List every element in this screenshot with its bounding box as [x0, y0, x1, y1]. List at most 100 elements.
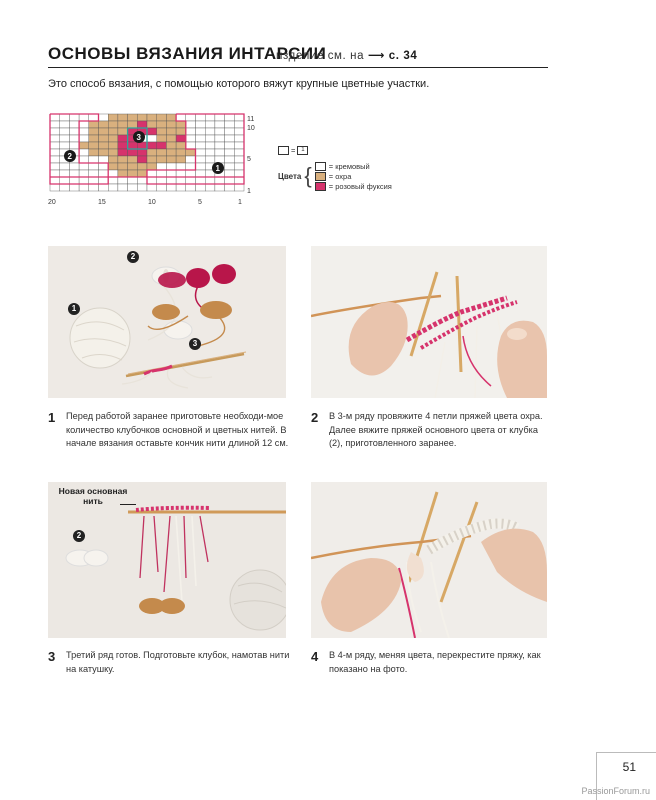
chart-cell: [166, 162, 177, 171]
chart-cell: [166, 127, 177, 136]
chart-cell: [49, 176, 60, 185]
page-number: 51: [622, 760, 636, 774]
chart-cell: [234, 113, 245, 122]
chart-cell: [69, 134, 80, 143]
chart-cell: [98, 127, 109, 136]
chart-cell: [204, 141, 216, 150]
chart-cell: [78, 155, 90, 164]
chart-cell: [49, 148, 60, 157]
chart-cell: [185, 134, 196, 143]
chart-cell: [185, 113, 196, 122]
chart-cell: [78, 162, 90, 171]
chart-cell: [166, 155, 177, 164]
chart-cell: [108, 176, 119, 185]
step-text: В 3-м ряду провяжите 4 петли пряжей цвет…: [329, 411, 543, 448]
photo-marker: 3: [189, 338, 201, 350]
chart-cell: [146, 127, 157, 136]
chart-cell: [127, 169, 138, 178]
chart-cell: [78, 169, 90, 178]
legend-item: = кремовый: [314, 161, 392, 171]
col-label: 5: [198, 199, 202, 206]
chart-cell: [214, 183, 225, 192]
step-text: Третий ряд готов. Подготовьте клубок, на…: [66, 650, 290, 674]
chart-cell: [204, 120, 216, 129]
chart-cell: [117, 183, 128, 192]
chart-cell: [108, 127, 119, 136]
chart-region-outline: [146, 113, 245, 185]
chart-cell: [49, 120, 60, 129]
chart-cell: [69, 176, 80, 185]
chart-cell: [59, 113, 70, 122]
chart-cell: [78, 120, 90, 129]
chart-cell: [234, 176, 245, 185]
photo-row-4-cross: [310, 482, 547, 639]
chart-cell: [234, 169, 245, 178]
chart-cell: [156, 183, 167, 192]
chart-cell: [185, 120, 196, 129]
chart-cell: [98, 176, 109, 185]
chart-cell: [108, 169, 119, 178]
step-text: В 4-м ряду, меняя цвета, перекрестите пр…: [329, 650, 541, 674]
chart-marker-label: 2: [68, 152, 73, 161]
chart-cell: [117, 155, 128, 164]
chart-cell: [234, 141, 245, 150]
reference-page: с. 34: [388, 50, 418, 62]
chart-cell: [98, 169, 109, 178]
blank-cell-icon: [278, 146, 289, 155]
chart-cell: [49, 155, 60, 164]
chart-cell: [156, 127, 167, 136]
chart-cell: [175, 155, 187, 164]
symbol-note: 1: [297, 146, 309, 155]
chart-cell: [98, 155, 109, 164]
chart-cell: [108, 183, 119, 192]
chart-cell: [137, 169, 148, 178]
chart-cell: [117, 162, 128, 171]
chart-cell: [127, 162, 138, 171]
chart-cell: [49, 141, 60, 150]
chart-cell: [195, 113, 206, 122]
chart-cell: [88, 134, 99, 143]
symbol-key: = 1: [278, 146, 392, 155]
chart-marker: [133, 131, 145, 143]
col-label: 10: [148, 199, 156, 206]
chart-cell: [49, 162, 60, 171]
chart-cell: [146, 141, 157, 150]
chart-cell: [88, 183, 99, 192]
chart-cell: [137, 162, 148, 171]
chart-cell: [195, 134, 206, 143]
chart-cell: [234, 155, 245, 164]
chart-cell: [146, 148, 157, 157]
chart-cell: [88, 141, 99, 150]
chart-cell: [234, 134, 245, 143]
chart-cell: [175, 134, 187, 143]
chart-cell: [117, 141, 128, 150]
chart-cell: [69, 127, 80, 136]
chart-cell: [137, 183, 148, 192]
chart-cell: [156, 148, 167, 157]
arrow-icon: ⟶: [367, 50, 385, 62]
chart-cell: [78, 176, 90, 185]
chart-cell: [88, 120, 99, 129]
chart-cell: [88, 127, 99, 136]
col-label: 20: [48, 199, 56, 206]
step-text: Перед работой заранее приготовьте необхо…: [66, 411, 289, 448]
reference-text: изделие см. на: [276, 50, 365, 62]
photo-materials-illustration: [69, 264, 247, 389]
chart-cell: [156, 155, 167, 164]
chart-cell: [204, 113, 216, 122]
chart-cell: [88, 113, 99, 122]
chart-cell: [175, 169, 187, 178]
chart-cell: [108, 155, 119, 164]
photo-row-4-cross-illustration: [310, 491, 547, 639]
chart-cell: [214, 155, 225, 164]
chart-cell: [185, 162, 196, 171]
chart-cell: [156, 120, 167, 129]
chart-cell: [185, 155, 196, 164]
chart-cell: [117, 120, 128, 129]
chart-cell: [59, 141, 70, 150]
row-label: 5: [247, 156, 251, 163]
row-label: 11: [247, 116, 254, 123]
chart-cell: [224, 176, 235, 185]
chart-marker: [212, 162, 224, 174]
photo-marker: 1: [68, 303, 80, 315]
